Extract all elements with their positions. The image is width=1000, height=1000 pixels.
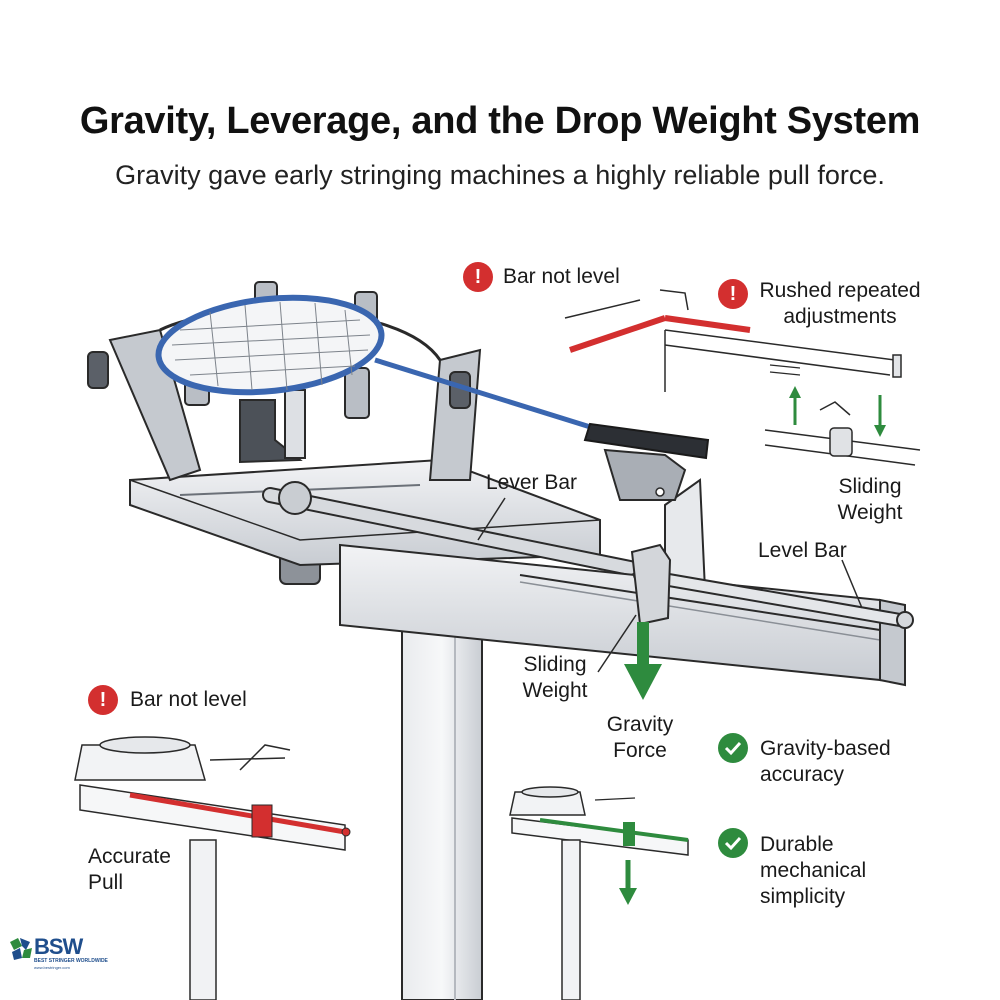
inset-accurate-pull [74,736,351,1000]
inset-gravity-pull [509,786,689,1000]
inset-bar-not-level-top [564,289,902,392]
label-sliding-weight-main: Sliding Weight [500,652,610,704]
label-line: Gravity-based [760,737,891,760]
sliding-weight-block [630,543,672,626]
page-title: Gravity, Leverage, and the Drop Weight S… [79,100,921,142]
warning-icon: ! [463,262,493,292]
check-circle-icon [718,733,748,763]
label-level-bar: Level Bar [758,539,847,562]
label-line: Weight [522,679,588,702]
label-line: Durable [760,833,834,856]
label-accurate-pull: Accurate Pull [88,844,171,896]
logo-subtext: BEST STRINGER WORLDWIDE [34,958,108,964]
label-line: Pull [88,871,124,894]
logo-mark-icon [10,938,32,960]
label-gravity-force: Gravity Force [580,712,700,764]
label-line: adjustments [783,305,897,328]
logo-url: www.bestringer.com [34,965,70,970]
page-subtitle: Gravity gave early stringing machines a … [115,160,885,190]
gravity-arrow-icon [624,622,662,700]
badminton-racket [155,294,710,460]
label-line: accuracy [760,763,845,786]
bsw-logo: BSW BEST STRINGER WORLDWIDE www.bestring… [8,932,108,972]
label-line: Rushed repeated [759,279,921,302]
label-line: simplicity [760,885,846,908]
label-rushed-adjustments: Rushed repeated adjustments [750,278,930,330]
warning-icon: ! [88,685,118,715]
callout-lines [477,497,863,673]
label-line: Accurate [88,845,171,868]
label-line: Weight [837,501,903,524]
label-line: Sliding [838,475,902,498]
label-line: mechanical [760,859,867,882]
warning-icon: ! [718,279,748,309]
check-circle-icon [718,828,748,858]
benefit-gravity-accuracy: Gravity-based accuracy [760,736,891,788]
benefit-durable-simplicity: Durable mechanical simplicity [760,832,866,910]
label-bar-not-level-top: Bar not level [503,265,620,288]
inset-sliding-weight [764,386,921,466]
label-line: Gravity [606,713,674,736]
center-clamp [239,389,306,464]
label-lever-bar: Lever Bar [486,471,578,494]
tension-head [603,448,707,602]
level-bar-rail [339,543,914,687]
label-bar-not-level-bottom: Bar not level [130,688,247,711]
label-sliding-weight-right: Sliding Weight [800,474,940,526]
label-line: Force [613,739,667,762]
logo-text: BSW [34,934,83,959]
lever-bar [262,481,638,576]
label-line: Sliding [523,653,587,676]
